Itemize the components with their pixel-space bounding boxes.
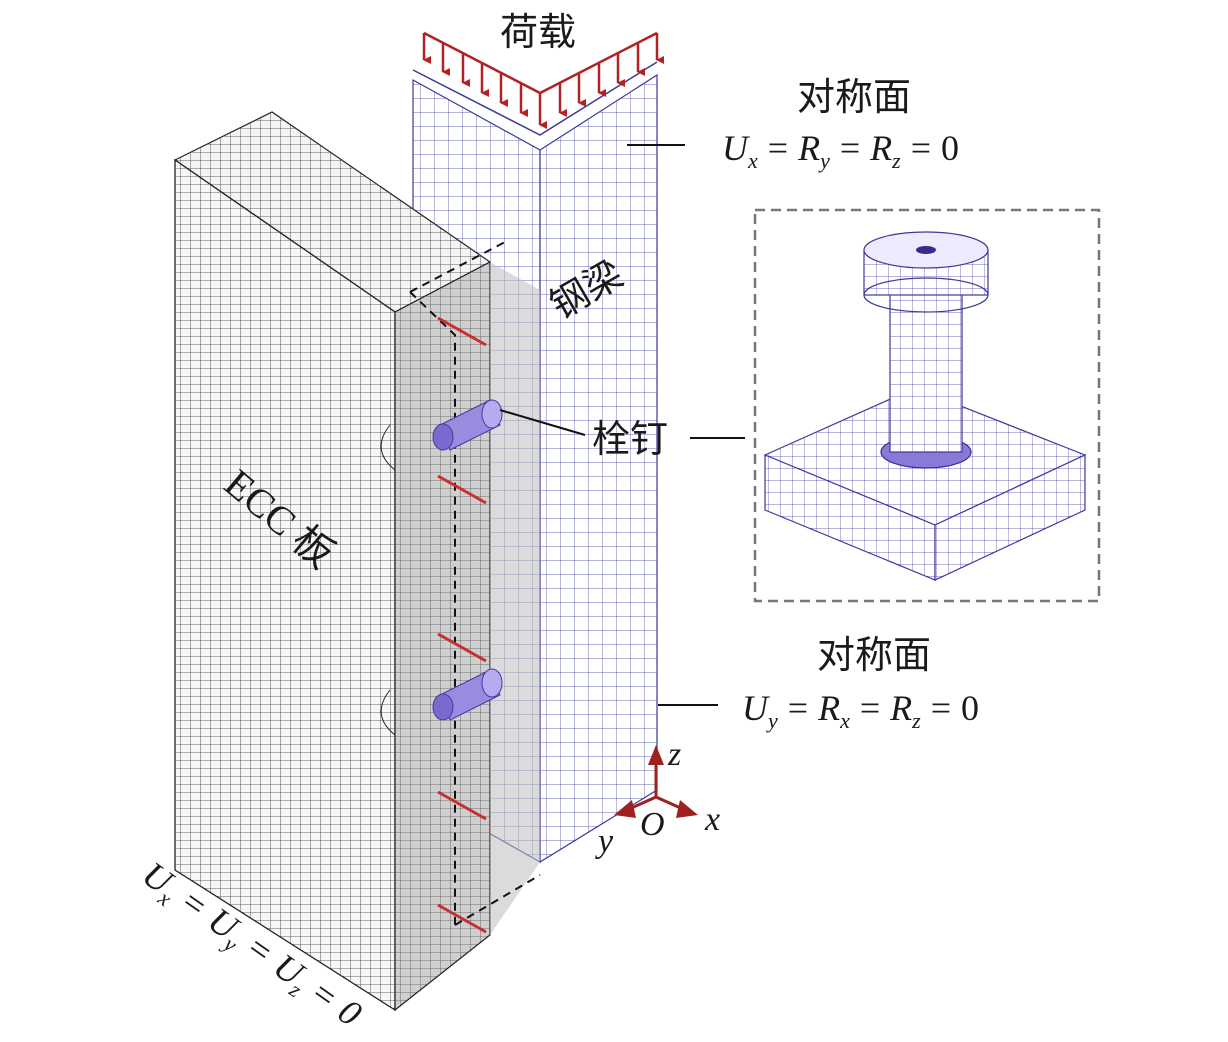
interface-dashed-box [409,241,541,926]
ecc-slab [173,111,540,1012]
axis-origin-label: O [640,806,665,843]
axis-z-label: z [667,736,681,773]
axis-y-label: y [595,823,614,860]
leader-lines [499,144,745,706]
symmetry-bottom-label: 对称面 [817,633,931,677]
load-arrows [422,31,664,129]
stud-lower [380,668,503,736]
load-label: 荷载 [500,10,576,54]
stud-label: 栓钉 [592,417,668,461]
axis-x-label: x [704,801,720,838]
stud-detail-inset [753,208,1101,603]
stud-upper [380,399,503,471]
boundary-eq-top: Ux=Ry=Rz=0 [722,128,959,173]
red-markers [437,316,487,934]
boundary-eq-bottom: Uy=Rx=Rz=0 [742,688,979,733]
symmetry-top-label: 对称面 [797,75,911,119]
coordinate-axes [614,745,698,818]
